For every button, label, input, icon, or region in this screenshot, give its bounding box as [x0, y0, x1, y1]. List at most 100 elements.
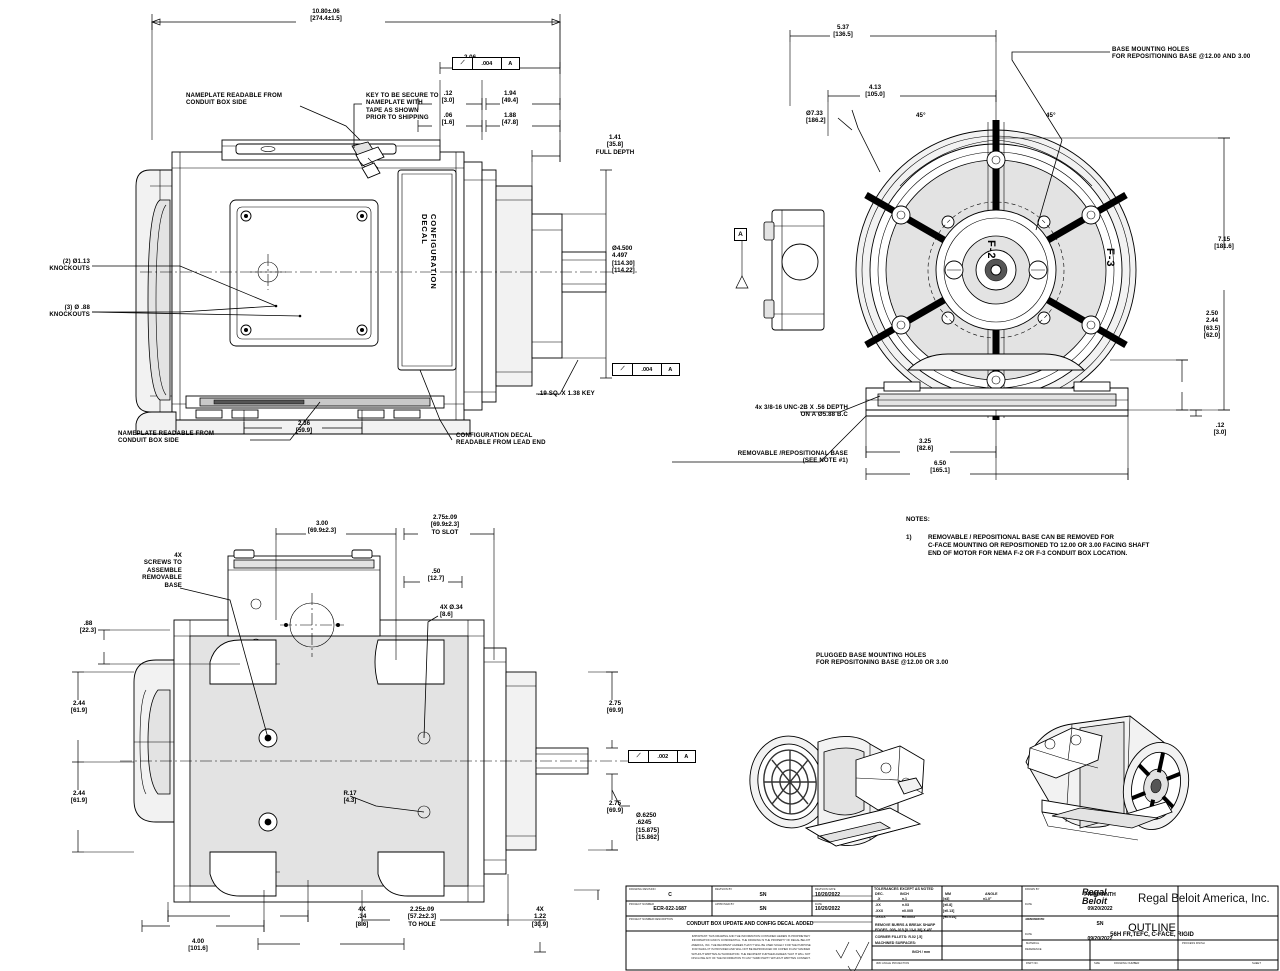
tb-revision-by-value: SN	[759, 892, 767, 898]
dim-base-length: 4.00[101.6]	[188, 938, 208, 953]
label-knockout-large: (2) Ø1.13 KNOCKOUTS	[49, 258, 90, 273]
tb-approved-by-label: APPROVED BY	[715, 903, 735, 906]
dim-fillet-radius: R.17[4.3]	[343, 790, 357, 805]
fcf-runout-shaft: ⟋ .002 A	[628, 750, 696, 763]
runout-symbol-icon-2: ⟋	[613, 364, 634, 375]
view-bottom-left-geometry	[72, 528, 640, 953]
notes-item-number: 1)	[906, 534, 912, 541]
tb-approved-by-value: SN	[759, 906, 767, 912]
tb-tol-r3-inch: ±0.0005	[902, 915, 915, 919]
dim-register-dia: Ø4.500 4.497[114.30] [114.22]	[612, 245, 635, 274]
tb-revision-by-label: REVISION BY	[715, 888, 733, 891]
dim-box-width-inner: 4.13[105.0]	[865, 84, 885, 99]
dim-base-width-half: 3.25[82.6]	[916, 438, 934, 453]
tb-project-number-label: PROJECT NUMBER	[629, 903, 654, 906]
dim-key-offset-b: .06[1.6]	[441, 112, 455, 127]
drawing-title: OUTLINE	[1128, 922, 1176, 934]
tb-revision-label: DRAWING REVISION	[629, 888, 656, 891]
tb-approved-date-label: DATE	[815, 903, 822, 906]
fcf-runout-top: ⟋ .004 A	[452, 57, 520, 70]
notes-heading: NOTES:	[906, 516, 930, 523]
label-removable-base: REMOVABLE /REPOSITIONAL BASE (SEE NOTE #…	[737, 450, 848, 465]
tb-tol-r0-inch: ±.1	[902, 897, 907, 901]
tb-drawn-by-label: DRAWN BY	[1025, 888, 1040, 891]
tb-drawing-number-label: DRAWING NUMBER	[1114, 962, 1140, 965]
dim-pilot-depth: 1.41[35.8]FULL DEPTH	[595, 134, 635, 156]
tb-tol-col-angle: ANGLE	[985, 892, 998, 896]
tb-tol-units: INCH / mm	[912, 950, 931, 954]
label-screws-note: 4X SCREWS TO ASSEMBLE REMOVABLE BASE	[142, 552, 182, 589]
dim-base-height: 2.50 2.44[63.5] [62.0]	[1203, 310, 1221, 339]
tb-revision-date-value: 10/20/2022	[815, 892, 841, 898]
runout-symbol-icon: ⟋	[453, 58, 474, 69]
tb-size-label: SIZE	[1094, 962, 1100, 965]
tb-tol-r0-mm: [±3]	[943, 897, 950, 901]
tb-approved-date-value: 10/20/2022	[815, 906, 841, 912]
datum-a-top-right: A	[734, 228, 747, 241]
dim-right-b: 2.75[69.9]	[606, 800, 624, 815]
fcf-runout-bottom: ⟋ .004 A	[612, 363, 680, 376]
iso-view-left-geometry	[749, 735, 925, 847]
iso-view-right-geometry	[1025, 715, 1190, 841]
label-key-tape-note: KEY TO BE SECURE TO NAMEPLATE WITH TAPE …	[366, 92, 439, 122]
dim-mount-a: 2.44[61.9]	[70, 700, 88, 715]
dim-box-width-overall: 5.37[136.5]	[833, 24, 853, 39]
tb-tol-r0-dec: .X	[877, 897, 881, 901]
tb-tol-r1-mm: [±0.8]	[943, 903, 953, 907]
dim-hole-dia-lower: 4X .34[8.6]	[355, 906, 369, 928]
dim-slot-length: .50[12.7]	[427, 568, 445, 583]
view-top-right-geometry	[672, 30, 1230, 480]
tb-tol-r1-dec: .XX	[875, 903, 881, 907]
dim-shaft-height: 7.15[181.6]	[1214, 236, 1234, 251]
tb-drawn-date-label: DATE	[1025, 903, 1032, 906]
dim-flange-dia: Ø7.33[186.2]	[806, 110, 826, 125]
drawing-subtitle: 56H FR,TEFC, C-FACE, RIGID	[1110, 932, 1194, 938]
label-position-f2: F-2	[985, 240, 997, 260]
dim-to-slot: 2.75±.09[69.9±2.3]TO SLOT	[430, 514, 460, 536]
label-configuration-decal-vertical: CONFIGURATION DECAL	[420, 214, 438, 290]
tb-tol-fillets: CORNER FILLETS: R.02 [.5]	[875, 935, 923, 939]
tb-tol-r2-dec: .XXX	[875, 909, 884, 913]
tb-project-number-value: ECR-022-1687	[653, 906, 687, 912]
dim-base-width-full: 6.50[165.1]	[930, 460, 950, 475]
label-nameplate-readable-top: NAMEPLATE READABLE FROM CONDUIT BOX SIDE	[186, 92, 283, 107]
title-block-frame	[625, 885, 1279, 971]
tb-tol-col-dec: DEC.	[875, 892, 884, 896]
runout-symbol-icon-3: ⟋	[629, 751, 650, 762]
dim-conduit-box-b: 1.94[49.4]	[501, 90, 519, 105]
label-position-f3: F-3	[1104, 248, 1116, 268]
view-top-left-geometry	[91, 14, 640, 441]
tb-tb-approved-date-label: DATE	[1025, 933, 1032, 936]
tb-tol-r3-mm: [±0.014]	[943, 915, 957, 919]
label-knockout-small: (3) Ø .88 KNOCKOUTS	[49, 304, 90, 319]
dim-box-center: 3.00[69.9±2.3]	[307, 520, 337, 535]
dim-key-offset-a: .12[3.0]	[441, 90, 455, 105]
tb-tol-col-mm: MM	[945, 892, 951, 896]
dim-mount-b: 2.44[61.9]	[70, 790, 88, 805]
tb-tol-projection: 3RD ANGLE PROJECTION	[876, 962, 910, 965]
tb-project-desc-value: CONDUIT BOX UPDATE AND CONFIG DECAL ADDE…	[686, 921, 814, 927]
tb-tb-approved-date-value: 09/20/2022	[1087, 936, 1113, 942]
tb-tol-r3-dec: .XXXX	[875, 915, 886, 919]
dim-right-a: 2.75[69.9]	[606, 700, 624, 715]
tb-tol-r2-inch: ±0.005	[902, 909, 913, 913]
tb-material-label: MATERIAL	[1026, 942, 1040, 945]
dim-angle-right: 45°	[1046, 112, 1056, 119]
label-key-size: .19 SQ. X 1.38 KEY	[538, 390, 595, 397]
label-base-mounting-holes: BASE MOUNTING HOLES FOR REPOSITIONING BA…	[1112, 46, 1251, 61]
label-tapped-holes: 4x 3/8-16 UNC-2B X .56 DEPTH ON A Ø5.88 …	[755, 404, 848, 419]
tb-tolerance-header: TOLERANCES EXCEPT AS NOTED	[874, 887, 934, 891]
notes-item-text: REMOVABLE / REPOSITIONAL BASE CAN BE REM…	[928, 534, 1150, 558]
tb-tb-approved-by-label: APPROVED BY	[1025, 918, 1045, 921]
tb-tol-r0-angle: ±1.0°	[983, 897, 992, 901]
tb-process-finish-label: PROCESS FINISH	[1182, 942, 1205, 945]
dim-conduit-box-c: 1.88[47.8]	[501, 112, 519, 127]
tb-sheet-label: SHEET	[1252, 962, 1261, 965]
tb-proprietary-text: IMPORTANT: THIS DRAWING AND THE INFORMAT…	[691, 935, 811, 961]
tb-project-desc-label: PROJECT NUMBER DESCRIPTION	[629, 918, 673, 921]
label-nameplate-readable-bottom: NAMEPLATE READABLE FROM CONDUIT BOX SIDE	[118, 430, 215, 445]
tb-tol-surface: MACHINED SURFACES:	[875, 941, 917, 945]
